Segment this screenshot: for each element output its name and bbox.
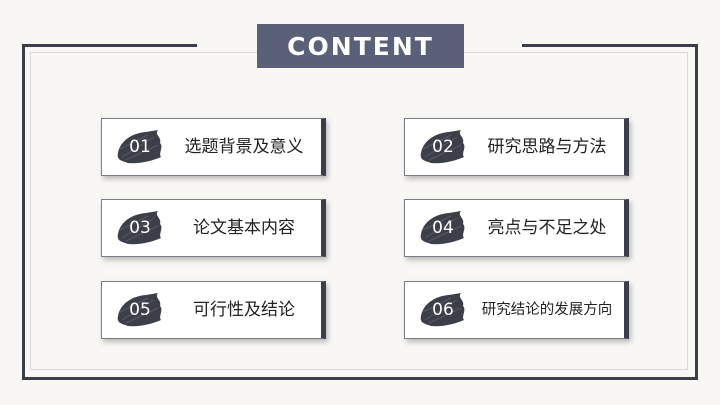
item-label: 可行性及结论 <box>193 300 295 320</box>
brush-badge: 01 <box>114 127 166 167</box>
toc-item-04[interactable]: 04 亮点与不足之处 <box>404 199 629 257</box>
toc-item-01[interactable]: 01 选题背景及意义 <box>101 118 326 176</box>
item-label: 研究结论的发展方向 <box>481 302 613 318</box>
toc-item-03[interactable]: 03 论文基本内容 <box>101 199 326 257</box>
item-label: 选题背景及意义 <box>184 137 304 157</box>
brush-badge: 02 <box>417 127 469 167</box>
item-number: 06 <box>432 300 454 320</box>
item-number: 02 <box>432 137 454 157</box>
brush-stroke-icon <box>117 211 162 245</box>
item-number: 05 <box>129 300 151 320</box>
toc-item-05[interactable]: 05 可行性及结论 <box>101 281 326 339</box>
item-number: 04 <box>432 218 454 238</box>
frame-left <box>22 44 25 380</box>
item-label: 亮点与不足之处 <box>487 218 607 238</box>
item-label: 研究思路与方法 <box>487 137 607 157</box>
brush-badge: 03 <box>114 208 166 248</box>
item-label: 论文基本内容 <box>193 218 295 238</box>
brush-stroke-icon <box>117 293 162 327</box>
brush-stroke-icon <box>117 130 162 164</box>
brush-badge: 04 <box>417 208 469 248</box>
brush-stroke-icon <box>420 211 465 245</box>
toc-item-02[interactable]: 02 研究思路与方法 <box>404 118 629 176</box>
toc-item-06[interactable]: 06 研究结论的发展方向 <box>404 281 629 339</box>
brush-stroke-icon <box>420 130 465 164</box>
item-number: 03 <box>129 218 151 238</box>
title-box: CONTENT <box>257 24 464 68</box>
frame-right <box>695 44 698 380</box>
frame-top-right <box>522 44 698 47</box>
item-number: 01 <box>129 137 151 157</box>
brush-badge: 05 <box>114 290 166 330</box>
frame-bottom <box>22 377 698 380</box>
brush-badge: 06 <box>417 290 469 330</box>
page-title: CONTENT <box>287 31 434 61</box>
frame-top-left <box>22 44 197 47</box>
brush-stroke-icon <box>420 293 465 327</box>
